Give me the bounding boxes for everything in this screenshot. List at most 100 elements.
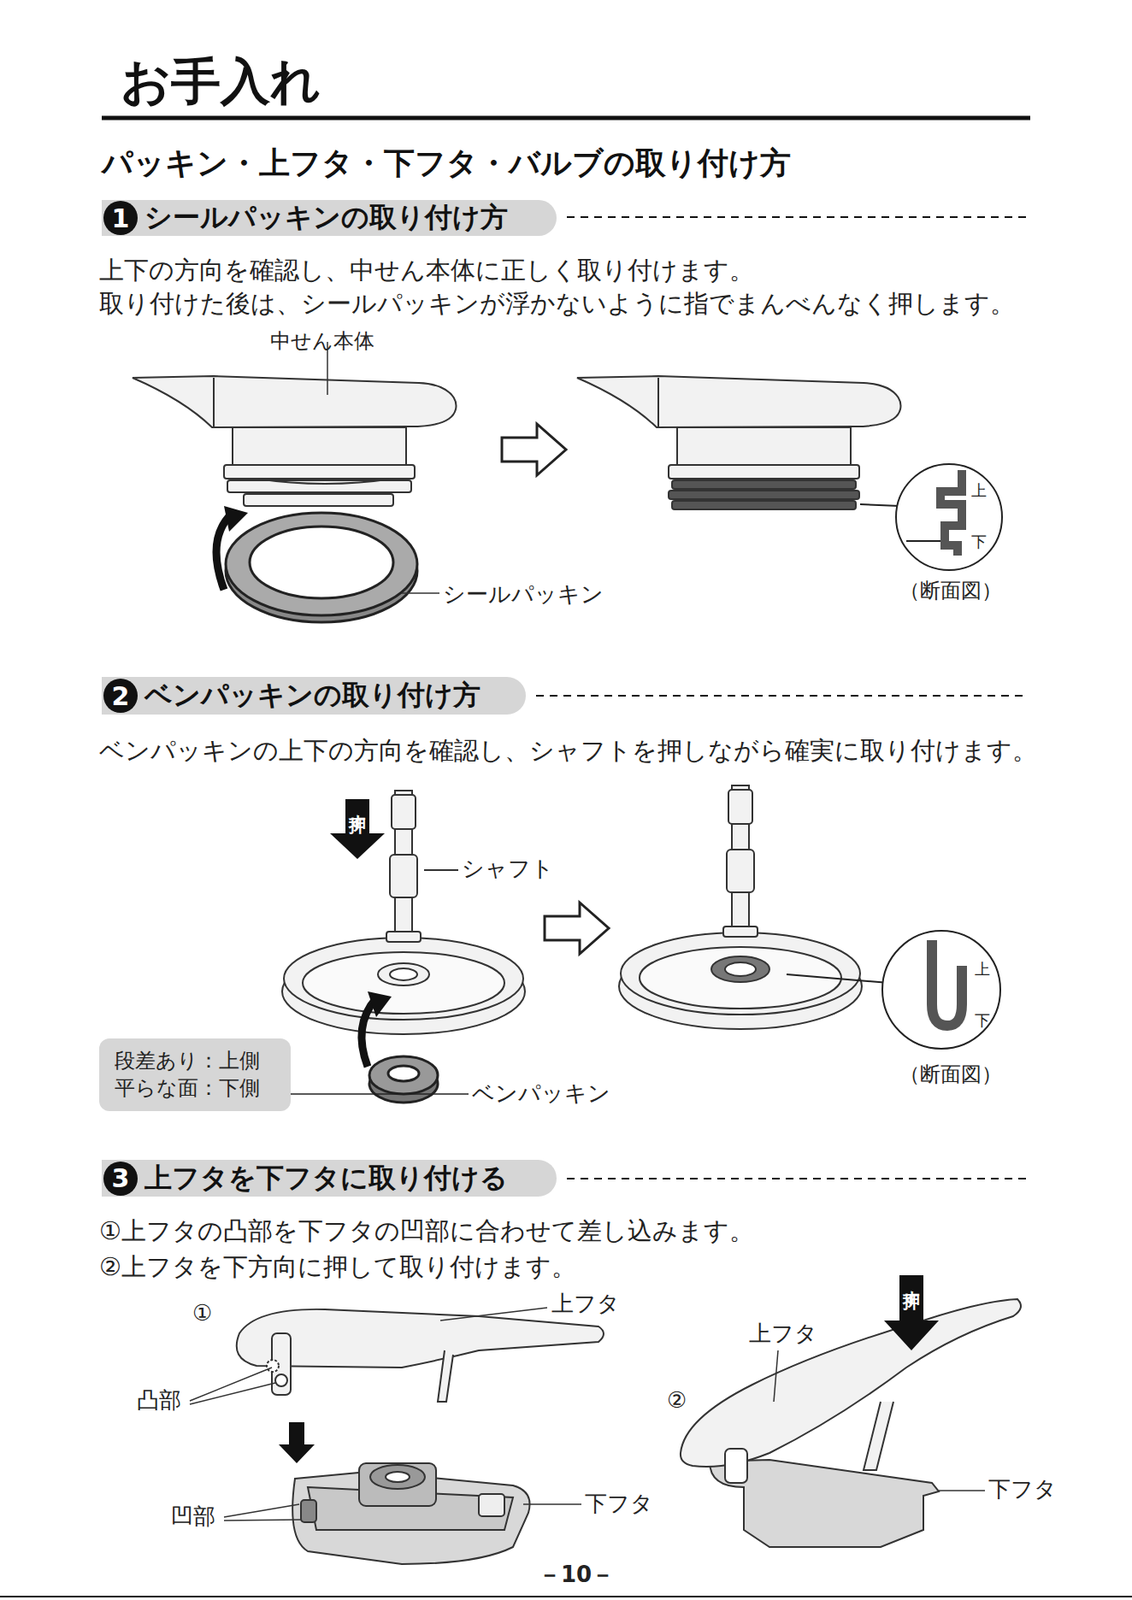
- illustration-part: [212, 377, 215, 428]
- illustration-part: [236, 1309, 604, 1368]
- section-heading: シールパッキンの取り付け方: [144, 199, 508, 237]
- illustration-part: [566, 216, 1028, 219]
- illustration-part: [639, 947, 842, 1009]
- direction-mark: 上: [974, 961, 991, 979]
- illustration-part: [302, 952, 505, 1015]
- illustration-part: [232, 427, 407, 466]
- part-name: ベンパッキン: [471, 1081, 611, 1108]
- illustration-part: [367, 991, 392, 1018]
- cap-body: [132, 376, 456, 507]
- illustration-part: [680, 1299, 1021, 1468]
- push-mark: 押す: [901, 1279, 921, 1297]
- illustration-part: [401, 592, 440, 595]
- section-heading: 上フタを下フタに取り付ける: [144, 1160, 508, 1198]
- push-arrow: [884, 1275, 939, 1351]
- illustration-part: [278, 1422, 315, 1464]
- illustration-part: [388, 1066, 419, 1082]
- upper-lid: [189, 1308, 604, 1405]
- illustration-part: [860, 504, 900, 507]
- cross-section: [786, 931, 1001, 1050]
- illustration-part: [389, 968, 418, 981]
- illustration-part: [544, 902, 609, 955]
- illustration-part: [330, 799, 385, 860]
- illustration-part: [0, 1596, 1132, 1598]
- illustration-part: [275, 1374, 288, 1387]
- illustration-part: [377, 963, 430, 986]
- push-mark: 押す: [347, 803, 367, 820]
- illustration-part: [266, 1360, 279, 1373]
- page-number: －10－: [538, 1562, 614, 1589]
- illustration-part: [243, 494, 394, 507]
- lower-lid: [224, 1463, 582, 1565]
- illustration-part: [300, 1500, 317, 1523]
- vent-packing: [290, 991, 469, 1103]
- callout-number: ①: [192, 1301, 213, 1327]
- illustration-part: [189, 1367, 272, 1402]
- illustration-part: [437, 1350, 454, 1403]
- illustration-part: [249, 526, 394, 599]
- section-band: 2ベンパッキンの取り付け方: [101, 677, 526, 715]
- illustration-part: [189, 1383, 276, 1405]
- view-caption: （断面図）: [899, 1063, 1003, 1088]
- part-name: シャフト: [461, 856, 555, 883]
- section-title: パッキン・上フタ・下フタ・バルブの取り付け方: [101, 145, 791, 181]
- illustration-part: [931, 940, 962, 1026]
- instruction: 上下の方向を確認し、中せん本体に正しく取り付けます。: [99, 256, 755, 285]
- push-arrow: [330, 799, 385, 860]
- illustration-part: [668, 465, 860, 479]
- part-name: 凹部: [170, 1504, 216, 1531]
- illustration-part: [440, 1308, 548, 1321]
- lid-assembly: [680, 1299, 1021, 1548]
- section-band: 1シールパッキンの取り付け方: [101, 200, 557, 236]
- illustration-part: [370, 1465, 425, 1490]
- view-caption: （断面図）: [899, 579, 1003, 604]
- illustration-part: [391, 795, 416, 830]
- section-heading: ベンパッキンの取り付け方: [144, 677, 481, 715]
- illustration-part: [501, 424, 566, 476]
- illustration-part: [566, 1178, 1028, 1180]
- cap-body-fitted: [577, 376, 901, 510]
- illustration-part: [224, 1520, 301, 1522]
- seal-packing: [216, 341, 440, 623]
- part-name: 下フタ: [988, 1477, 1057, 1504]
- valve-disc: [282, 790, 525, 1035]
- illustration-part: [863, 1402, 894, 1471]
- part-name: 凸部: [136, 1388, 182, 1415]
- illustration-part: [725, 962, 756, 977]
- callout-number: ②: [666, 1388, 687, 1415]
- illustration-part: [786, 974, 890, 984]
- illustration-part: [101, 116, 1031, 121]
- illustration-part: [711, 956, 770, 983]
- illustration-part: [882, 931, 1001, 1050]
- illustration-part: [132, 376, 456, 428]
- part-name: 上フタ: [551, 1291, 620, 1318]
- note-text: 段差あり：上側 平らな面：下側: [114, 1049, 260, 1101]
- illustration-part: [256, 478, 394, 484]
- note-box: 段差あり：上側 平らな面：下側: [99, 1038, 291, 1112]
- step-number: 3: [103, 1161, 138, 1197]
- illustration-part: [677, 427, 851, 466]
- illustration-part: [657, 377, 660, 428]
- illustration-part: [389, 854, 418, 898]
- instruction: ①上フタの凸部を下フタの凹部に合わせて差し込みます。: [99, 1217, 755, 1246]
- illustration-part: [672, 480, 856, 490]
- illustration-part: [385, 1472, 410, 1483]
- part-name: シールパッキン: [442, 582, 604, 608]
- illustration-part: [424, 869, 459, 872]
- page-title: お手入れ: [120, 53, 321, 111]
- section-band: 3上フタを下フタに取り付ける: [101, 1160, 557, 1197]
- instruction: 取り付けた後は、シールパッキンが浮かないように指でまんべんなく押します。: [99, 289, 1015, 319]
- illustration-part: [523, 1503, 582, 1506]
- illustration-part: [940, 470, 962, 556]
- valve-disc-fitted: [619, 785, 862, 1030]
- part-name: 中せん本体: [270, 330, 375, 354]
- instruction: ベンパッキンの上下の方向を確認し、シャフトを押しながら確実に取り付けます。: [99, 736, 1038, 766]
- illustration-part: [359, 1463, 437, 1507]
- illustration-part: [773, 1350, 779, 1403]
- rules: [0, 117, 1132, 1598]
- illustration-part: [725, 1449, 748, 1484]
- step-number: 2: [103, 678, 138, 714]
- illustration-part: [668, 490, 860, 500]
- illustration-part: [225, 512, 418, 616]
- illustration-part: [478, 1494, 505, 1517]
